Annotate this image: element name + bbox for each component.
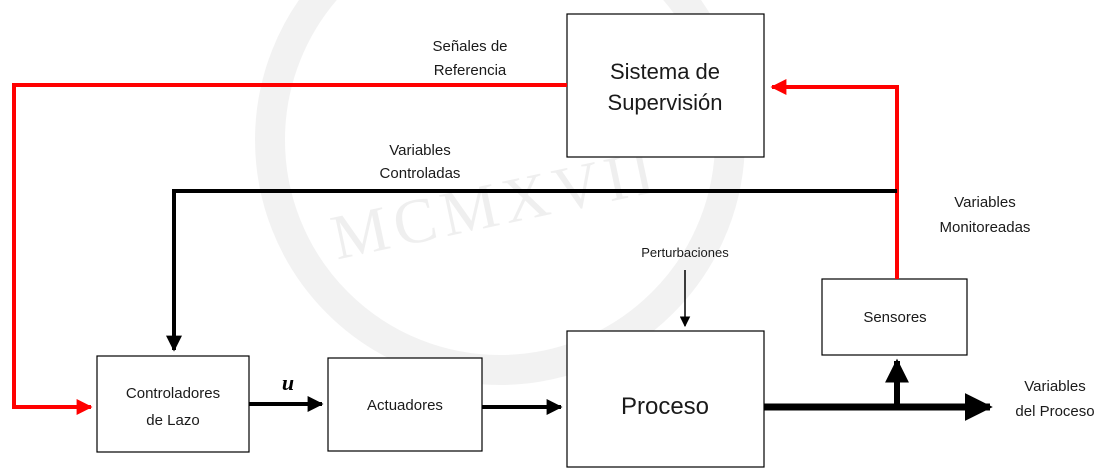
reference-label-line2: Referencia xyxy=(434,62,507,79)
controllers-label-line1: Controladores xyxy=(126,385,220,402)
process-block: Proceso xyxy=(566,330,765,468)
control-action-symbol: u xyxy=(282,370,294,395)
monitored-label-line1: Variables xyxy=(954,194,1015,211)
reference-signal-line xyxy=(12,83,567,415)
process-vars-label-line1: Variables xyxy=(1024,378,1085,395)
controllers-label-line2: de Lazo xyxy=(146,412,199,429)
process-vars-label-line2: del Proceso xyxy=(1015,403,1094,420)
sensors-label: Sensores xyxy=(863,309,926,326)
controlled-label-line1: Variables xyxy=(389,142,450,159)
actuators-block: Actuadores xyxy=(327,357,483,452)
controlled-label-line2: Controladas xyxy=(380,165,461,182)
disturbances-label: Perturbaciones xyxy=(641,245,729,260)
process-label: Proceso xyxy=(621,393,709,420)
reference-label-line1: Señales de xyxy=(432,38,507,55)
controlled-variables-line xyxy=(166,189,897,352)
monitored-label-line2: Monitoreadas xyxy=(940,219,1031,236)
controllers-block: Controladores de Lazo xyxy=(96,355,250,453)
supervision-label-line2: Supervisión xyxy=(608,90,723,115)
supervision-block: Sistema de Supervisión xyxy=(566,13,765,158)
sensors-block: Sensores xyxy=(821,278,968,356)
supervision-label-line1: Sistema de xyxy=(610,59,720,84)
actuators-label: Actuadores xyxy=(367,397,443,414)
monitored-signal-line xyxy=(770,79,899,279)
